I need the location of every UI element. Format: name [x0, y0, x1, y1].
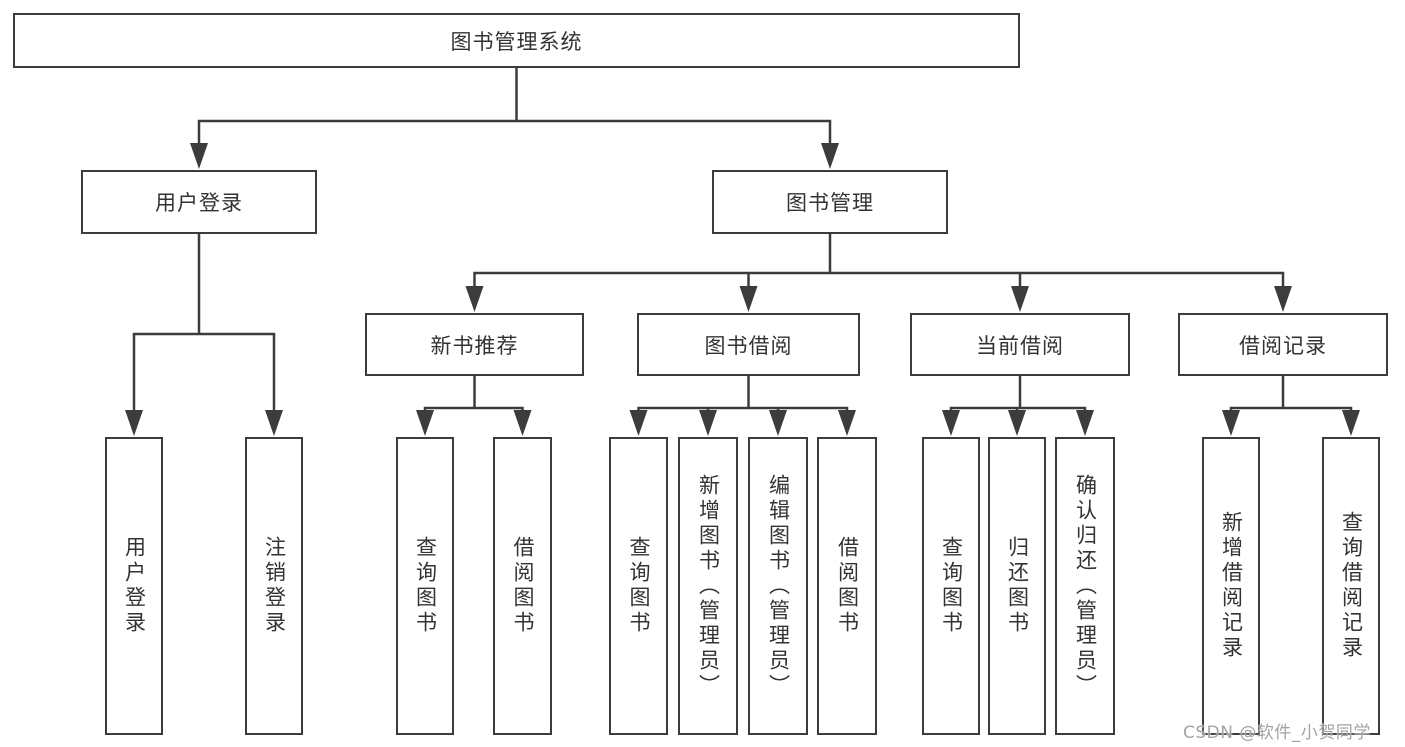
- leaf-user-login: 用户登录: [105, 437, 163, 735]
- leaf-confirm-return-admin: 确认归还（管理员）: [1055, 437, 1115, 735]
- node-current-borrow: 当前借阅: [910, 313, 1130, 376]
- leaf-label: 确认归还（管理员）: [1073, 473, 1098, 699]
- node-label: 用户登录: [155, 191, 243, 215]
- arrowhead: [629, 410, 648, 436]
- leaf-add-book-admin: 新增图书（管理员）: [678, 437, 738, 735]
- connector-book-management-children: [465, 234, 1292, 312]
- connector-current-borrow-children: [942, 376, 1094, 436]
- arrowhead: [942, 410, 960, 436]
- leaf-label: 归还图书: [1005, 536, 1030, 636]
- arrowhead: [1008, 410, 1026, 436]
- leaf-borrow-book-recommend: 借阅图书: [493, 437, 552, 735]
- node-book-management: 图书管理: [712, 170, 948, 234]
- arrowhead: [699, 410, 717, 436]
- leaf-borrow-book: 借阅图书: [817, 437, 877, 735]
- leaf-label: 借阅图书: [511, 536, 535, 636]
- leaf-label: 注销登录: [262, 536, 287, 636]
- arrowhead: [416, 410, 434, 436]
- leaf-edit-book-admin: 编辑图书（管理员）: [748, 437, 808, 735]
- leaf-query-borrow-record: 查询借阅记录: [1322, 437, 1380, 735]
- leaf-label: 用户登录: [122, 536, 147, 636]
- arrowhead: [821, 143, 839, 169]
- connector-borrow-records-children: [1222, 376, 1360, 436]
- connector-root-to-level2: [190, 68, 839, 169]
- arrowhead: [190, 143, 208, 169]
- arrowhead: [1274, 286, 1292, 312]
- leaf-label: 查询图书: [627, 536, 651, 636]
- leaf-label: 编辑图书（管理员）: [766, 473, 791, 699]
- leaf-label: 查询图书: [413, 536, 438, 636]
- node-user-login: 用户登录: [81, 170, 317, 234]
- arrowhead: [125, 410, 143, 436]
- arrowhead: [1011, 286, 1029, 312]
- leaf-query-book-recommend: 查询图书: [396, 437, 454, 735]
- arrowhead: [465, 286, 484, 312]
- leaf-logout: 注销登录: [245, 437, 303, 735]
- leaf-label: 查询图书: [939, 536, 964, 636]
- arrowhead: [1222, 410, 1240, 436]
- node-new-book-recommend: 新书推荐: [365, 313, 584, 376]
- leaf-return-book: 归还图书: [988, 437, 1046, 735]
- node-library-management-system: 图书管理系统: [13, 13, 1020, 68]
- leaf-label: 新增图书（管理员）: [696, 473, 721, 699]
- arrowhead: [513, 410, 532, 436]
- node-label: 当前借阅: [976, 333, 1064, 358]
- arrowhead: [739, 286, 758, 312]
- watermark: CSDN @软件_小贺同学: [1183, 723, 1371, 743]
- connector-user-login-children: [125, 234, 283, 436]
- node-label: 借阅记录: [1239, 333, 1327, 358]
- arrowhead: [769, 410, 787, 436]
- arrowhead: [1076, 410, 1094, 436]
- leaf-query-book-borrow: 查询图书: [609, 437, 668, 735]
- node-book-borrow: 图书借阅: [637, 313, 860, 376]
- node-label: 图书管理系统: [450, 29, 583, 54]
- node-label: 图书借阅: [704, 333, 793, 358]
- leaf-label: 借阅图书: [835, 536, 860, 636]
- leaf-label: 查询借阅记录: [1339, 511, 1364, 661]
- arrowhead: [265, 410, 283, 436]
- node-label: 图书管理: [786, 191, 874, 215]
- leaf-add-borrow-record: 新增借阅记录: [1202, 437, 1260, 735]
- leaf-label: 新增借阅记录: [1219, 511, 1244, 661]
- connector-new-book-children: [416, 376, 532, 436]
- arrowhead: [838, 410, 856, 436]
- arrowhead: [1342, 410, 1360, 436]
- leaf-query-book-current: 查询图书: [922, 437, 980, 735]
- connector-book-borrow-children: [629, 376, 856, 436]
- node-label: 新书推荐: [430, 333, 519, 358]
- node-borrow-records: 借阅记录: [1178, 313, 1388, 376]
